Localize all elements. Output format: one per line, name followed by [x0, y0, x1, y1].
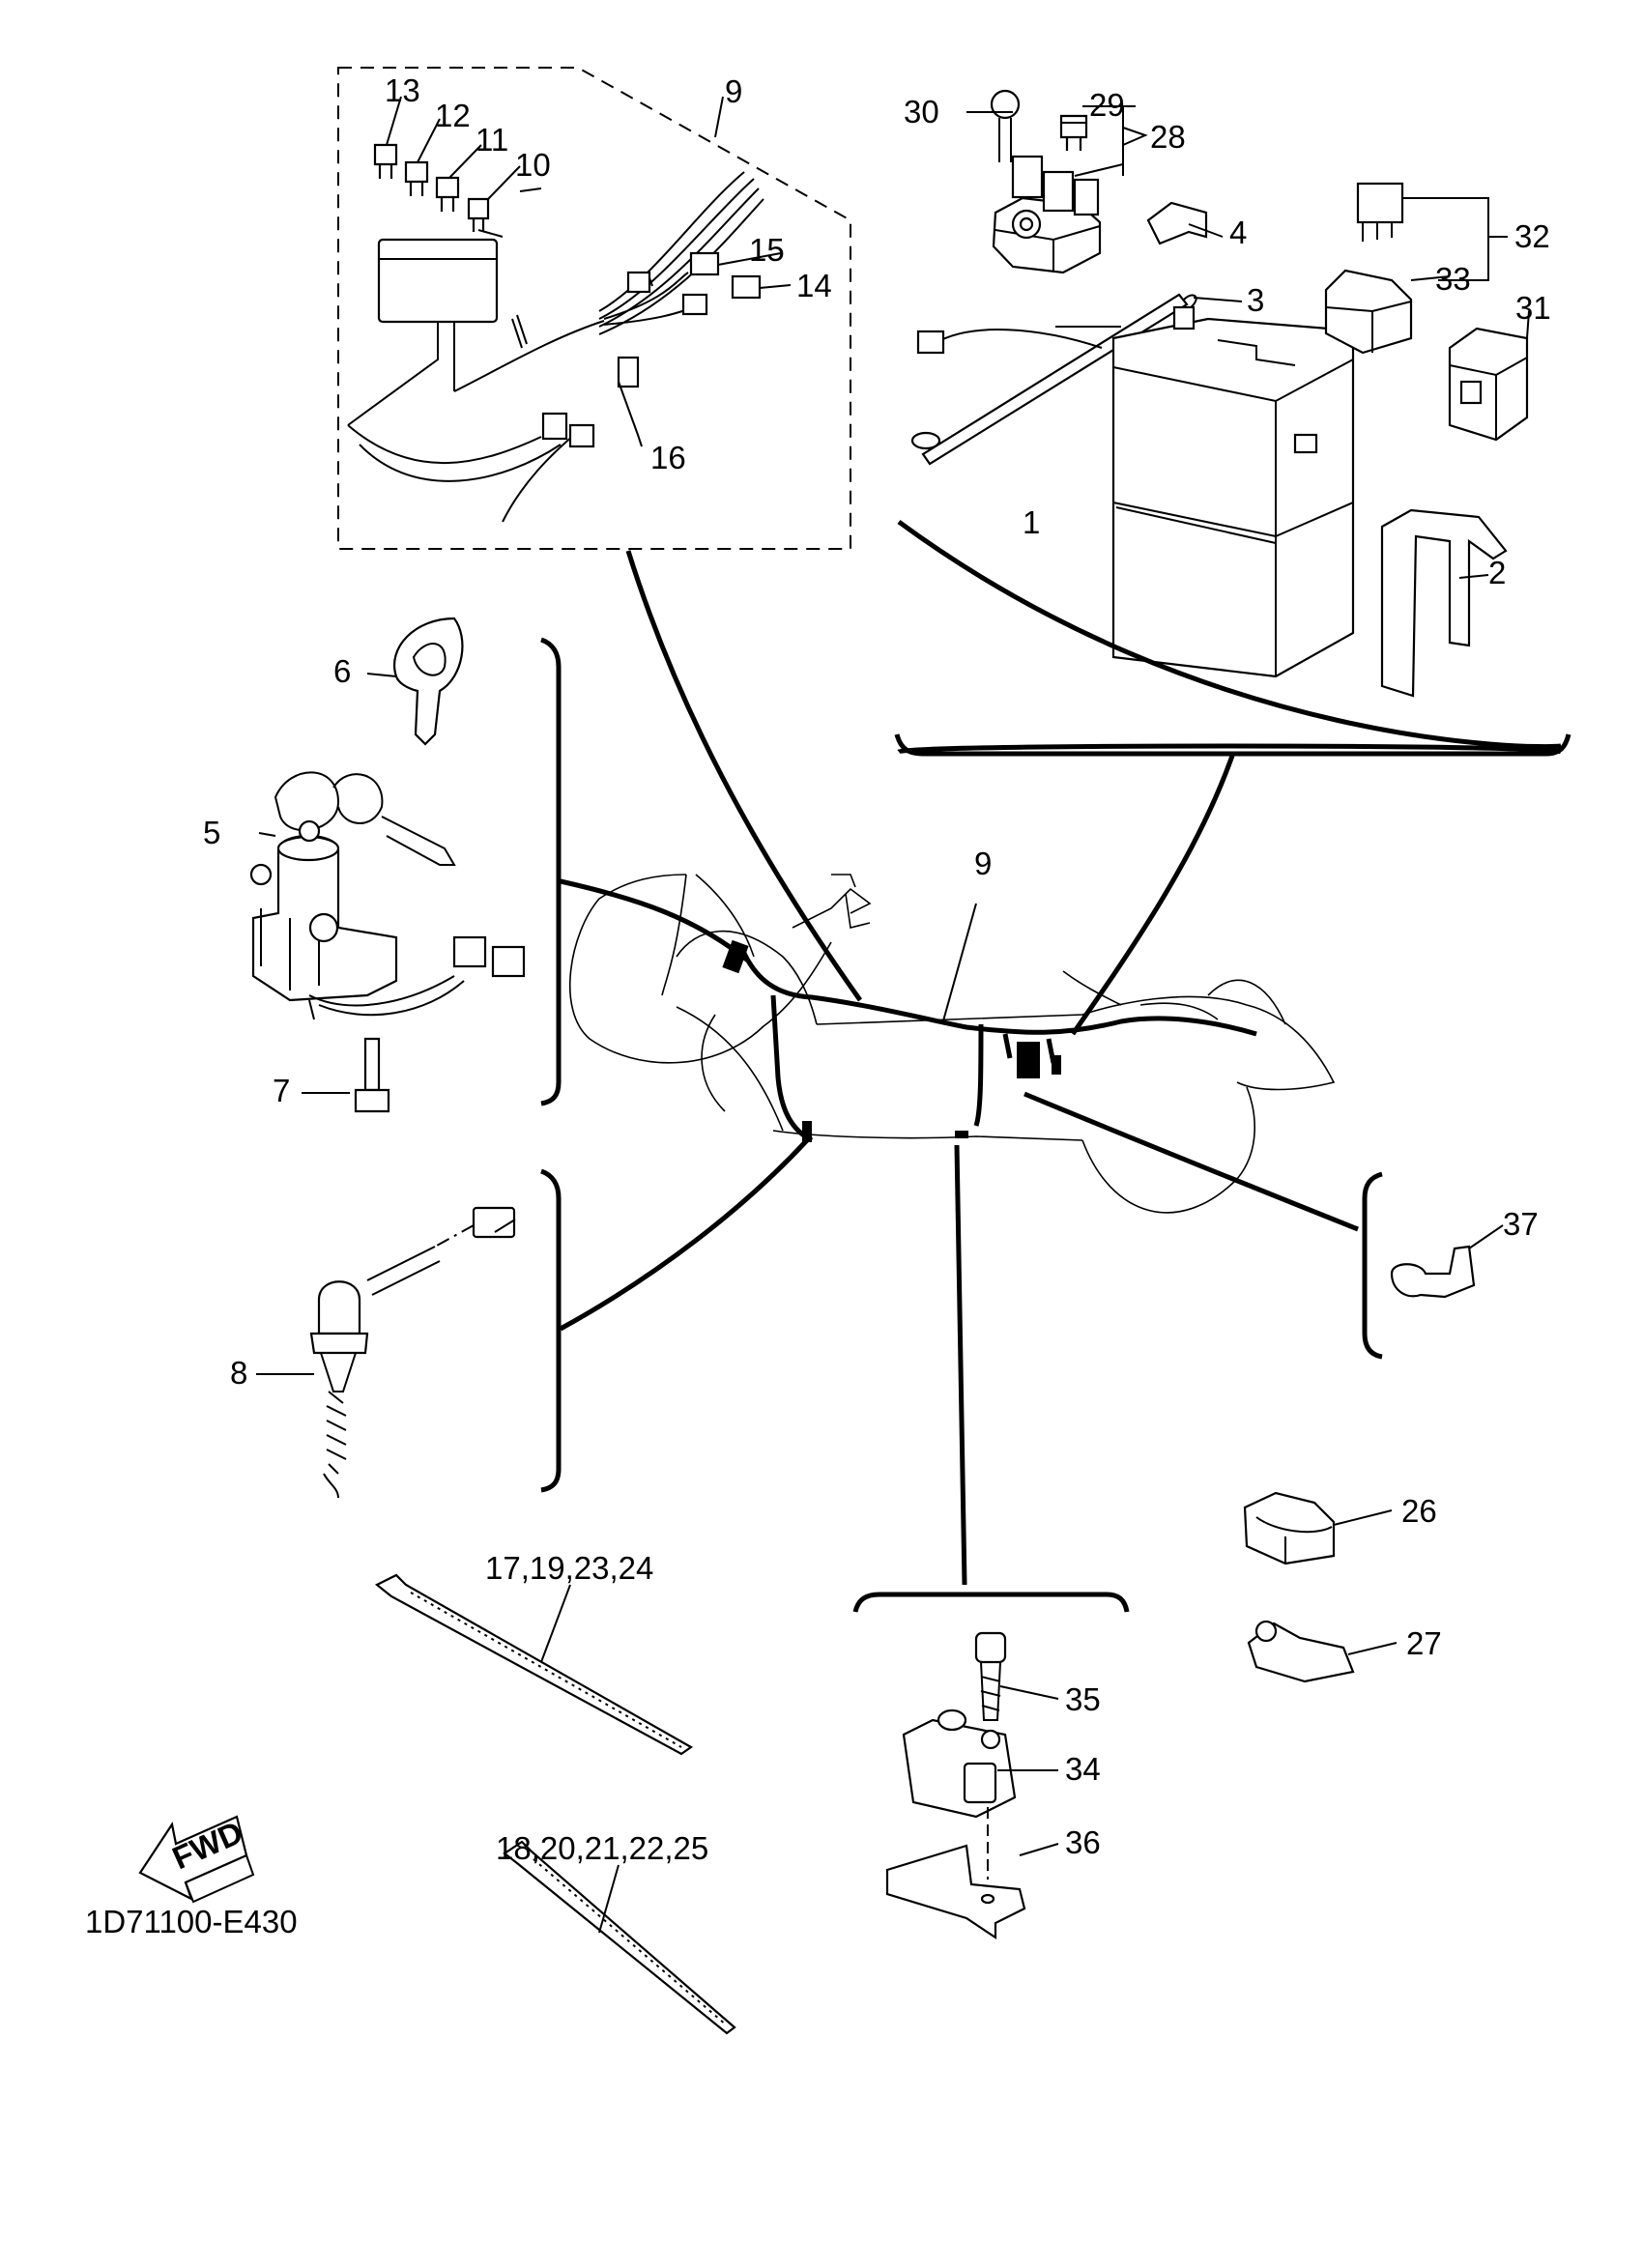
brace-sensor: [540, 1168, 562, 1493]
callout-12: 12: [435, 98, 471, 133]
callout-33: 33: [1435, 261, 1471, 297]
fuse-10: [467, 197, 490, 232]
callout-36: 36: [1065, 1824, 1101, 1860]
wire-harness-inset: [337, 67, 851, 550]
fuse-29: [1059, 114, 1088, 151]
harness-coupler-c: [1052, 1055, 1061, 1075]
relay-32: [1356, 182, 1404, 224]
callout-10: 10: [515, 147, 551, 183]
harness-coupler-b: [1017, 1042, 1040, 1078]
bolt-7: [363, 1037, 381, 1092]
callout-2: 2: [1488, 555, 1506, 590]
callout-7: 7: [273, 1073, 290, 1108]
leader-lines: [559, 519, 1562, 1586]
key-6: [393, 617, 464, 746]
callout-30: 30: [904, 94, 939, 129]
callout-11: 11: [476, 122, 508, 158]
callout-37: 37: [1503, 1206, 1539, 1242]
battery: [1111, 305, 1355, 678]
callout-18-group: 18,20,21,22,25: [496, 1830, 708, 1866]
bolt-35: [974, 1631, 1007, 1664]
main-switch-group: [249, 617, 526, 1113]
callout-leaders: [256, 96, 1530, 1934]
brace-tilt-sensor: [852, 1592, 1130, 1613]
callout-9b: 9: [974, 846, 992, 881]
bracket-37: [1390, 1245, 1476, 1299]
callout-13: 13: [385, 72, 420, 108]
callout-29: 29: [1089, 87, 1125, 123]
fuse-13: [373, 143, 398, 179]
fwd-arrow: FWD: [138, 1814, 255, 1904]
coupler-15: [689, 251, 720, 276]
cable-tie-18: [503, 1840, 736, 2035]
callout-8: 8: [230, 1355, 247, 1391]
sensor-group: [309, 1206, 516, 1499]
harness-wires: [598, 178, 755, 320]
callout-35: 35: [1065, 1681, 1101, 1717]
terminal-cover: [1146, 201, 1208, 245]
callout-28: 28: [1150, 119, 1186, 155]
callout-31: 31: [1515, 290, 1551, 326]
callout-1: 1: [1023, 504, 1040, 540]
brace-bracket-37: [1362, 1171, 1383, 1360]
callout-14: 14: [796, 268, 832, 303]
callout-32: 32: [1514, 218, 1550, 254]
coupler-16a: [541, 412, 568, 441]
callout-34: 34: [1065, 1751, 1101, 1787]
callout-labels: 1 2 3 4 5 6 7 8 9 9 10 11 12 13 14 15 16…: [85, 72, 1551, 1939]
brace-battery: [894, 733, 1571, 757]
callout-16: 16: [650, 440, 686, 475]
callout-4: 4: [1229, 215, 1247, 250]
bracket-36: [885, 1844, 1026, 1940]
bolt-30: [990, 89, 1021, 120]
callout-15: 15: [749, 232, 785, 268]
callout-9: 9: [725, 73, 742, 109]
relay-31: [1448, 327, 1529, 442]
callout-26: 26: [1401, 1493, 1437, 1529]
coupler-16: [617, 356, 640, 388]
battery-group: [910, 89, 1529, 698]
clip-27: [1247, 1622, 1355, 1683]
motorcycle-outline: [568, 874, 1336, 1214]
sensor-8: [317, 1280, 361, 1335]
fuse-box: [377, 238, 499, 324]
cable-tie-17: [374, 1573, 694, 1756]
harness-coupler-d: [802, 1121, 812, 1142]
callout-5: 5: [203, 815, 220, 850]
battery-band: [1380, 508, 1508, 698]
coupler-14: [731, 274, 762, 300]
callout-6: 6: [333, 653, 351, 689]
inset-dashed-border: [337, 67, 851, 550]
brace-main-switch: [540, 637, 562, 1106]
diagram-code: 1D71100-E430: [85, 1904, 298, 1939]
callout-17-group: 17,19,23,24: [485, 1550, 653, 1586]
fuse-11: [435, 176, 460, 212]
tilt-sensor-group: [885, 1631, 1026, 1940]
fuse-12: [404, 160, 429, 196]
harness-coupler-e: [955, 1131, 968, 1138]
callout-3: 3: [1247, 282, 1264, 318]
callout-27: 27: [1406, 1625, 1442, 1661]
clip-26: [1243, 1491, 1336, 1565]
main-harness: [739, 948, 1257, 1037]
harness-coupler-a: [722, 939, 749, 974]
